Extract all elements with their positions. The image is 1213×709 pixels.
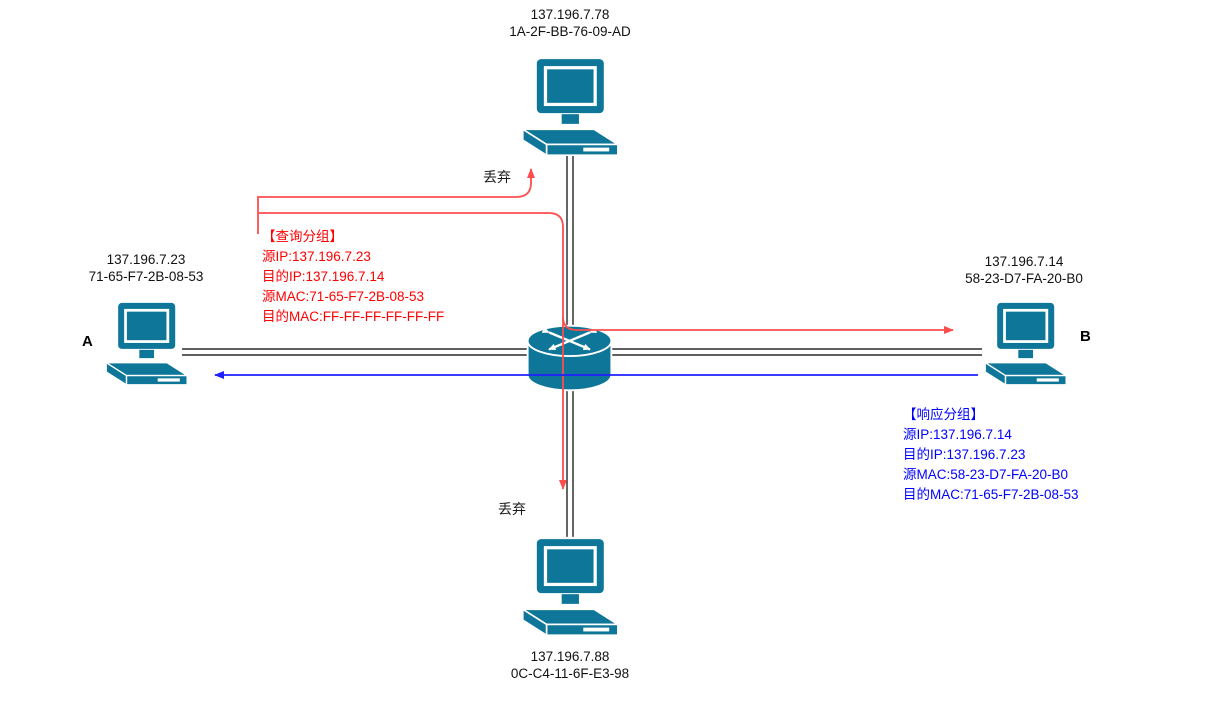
host-a-tag: A [82, 333, 93, 350]
response-packet-dst-ip: 目的IP:137.196.7.23 [903, 447, 1026, 462]
pc-top-icon [521, 56, 620, 157]
discard-label-bottom: 丢弃 [498, 501, 526, 517]
host-left-mac: 71-65-F7-2B-08-53 [88, 269, 204, 284]
discard-label-top: 丢弃 [483, 169, 511, 185]
query-packet-dst-mac: 目的MAC:FF-FF-FF-FF-FF-FF [262, 309, 445, 324]
query-path-to-bottom-host [258, 212, 567, 490]
query-packet-info: 【查询分组】 源IP:137.196.7.23 目的IP:137.196.7.1… [262, 227, 444, 327]
host-right-label: 137.196.7.14 58-23-D7-FA-20-B0 [914, 253, 1134, 287]
response-packet-info: 【响应分组】 源IP:137.196.7.14 目的IP:137.196.7.2… [903, 405, 1079, 505]
arp-query-paths [257, 168, 954, 490]
host-bottom-label: 137.196.7.88 0C-C4-11-6F-E3-98 [460, 648, 680, 682]
query-packet-dst-ip: 目的IP:137.196.7.14 [262, 269, 385, 284]
pc-left-icon [104, 300, 189, 387]
pc-bottom-icon [521, 536, 620, 637]
host-left-ip: 137.196.7.23 [106, 252, 186, 267]
query-path-to-top-host [257, 168, 535, 234]
response-packet-dst-mac: 目的MAC:71-65-F7-2B-08-53 [903, 487, 1079, 502]
response-packet-src-ip: 源IP:137.196.7.14 [903, 427, 1012, 442]
host-right-ip: 137.196.7.14 [984, 254, 1064, 269]
query-packet-src-ip: 源IP:137.196.7.23 [262, 249, 371, 264]
host-right-mac: 58-23-D7-FA-20-B0 [965, 271, 1083, 286]
query-packet-title: 【查询分组】 [262, 229, 343, 244]
host-b-tag: B [1080, 328, 1091, 345]
query-path-to-host-b [562, 316, 954, 334]
host-top-mac: 1A-2F-BB-76-09-AD [509, 24, 631, 39]
host-top-label: 137.196.7.78 1A-2F-BB-76-09-AD [460, 6, 680, 40]
query-packet-src-mac: 源MAC:71-65-F7-2B-08-53 [262, 289, 425, 304]
host-top-ip: 137.196.7.78 [530, 7, 610, 22]
host-bottom-mac: 0C-C4-11-6F-E3-98 [510, 666, 630, 681]
hub-icon [528, 326, 612, 391]
host-bottom-ip: 137.196.7.88 [530, 649, 610, 664]
pc-right-icon [983, 300, 1068, 387]
response-packet-src-mac: 源MAC:58-23-D7-FA-20-B0 [903, 467, 1069, 482]
response-packet-title: 【响应分组】 [903, 407, 984, 422]
host-left-label: 137.196.7.23 71-65-F7-2B-08-53 [36, 251, 256, 285]
